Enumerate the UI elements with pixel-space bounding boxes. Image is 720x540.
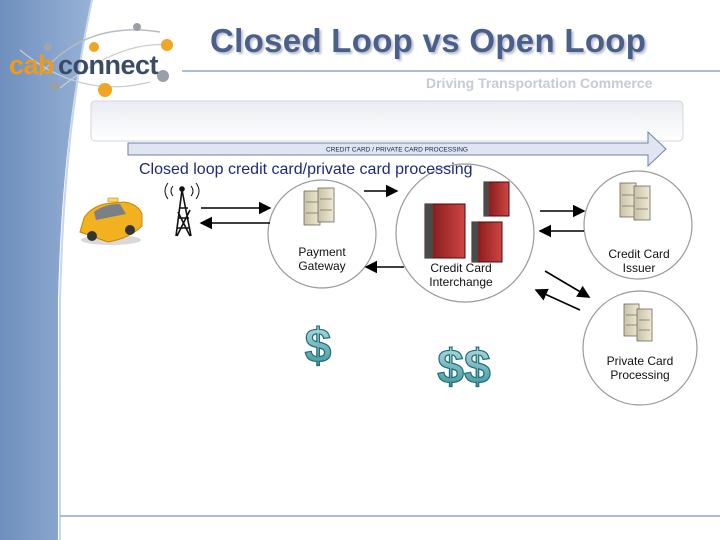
credit-card-issuer-label: Credit Card Issuer <box>596 247 682 275</box>
issuer-label-line1: Credit Card <box>596 247 682 261</box>
arrow-private-to-interchange <box>536 290 580 310</box>
private-label-line1: Private Card <box>597 354 683 368</box>
credit-card-interchange-label: Credit Card Interchange <box>415 261 507 289</box>
issuer-server-icon <box>620 183 650 220</box>
payment-gateway-label-line1: Payment <box>282 245 362 259</box>
payment-gateway-label-line2: Gateway <box>282 259 362 273</box>
gateway-server-icon <box>304 188 334 225</box>
page-title: Closed Loop vs Open Loop <box>210 22 646 60</box>
diagram-subtitle: Closed loop credit card/private card pro… <box>139 161 473 179</box>
arrow-interchange-to-private <box>545 271 589 297</box>
logo-text-connect: connect <box>58 50 158 81</box>
fee-double-dollar: $$ <box>437 341 491 394</box>
private-server-icon <box>624 304 652 341</box>
issuer-label-line2: Issuer <box>596 261 682 275</box>
interchange-label-line1: Credit Card <box>415 261 507 275</box>
content-panel <box>91 101 683 141</box>
taxi-icon <box>80 198 142 245</box>
tagline: Driving Transportation Commerce <box>426 75 652 91</box>
private-card-processing-node <box>583 291 697 405</box>
private-card-processing-label: Private Card Processing <box>597 354 683 382</box>
interchange-label-line2: Interchange <box>415 275 507 289</box>
antenna-tower-icon <box>165 183 199 236</box>
payment-gateway-label: Payment Gateway <box>282 245 362 273</box>
private-label-line2: Processing <box>597 368 683 382</box>
logo-text-cab: cab <box>9 50 54 81</box>
banner-text: CREDIT CARD / PRIVATE CARD PROCESSING <box>326 147 468 154</box>
fee-single-dollar: $ <box>305 320 332 373</box>
